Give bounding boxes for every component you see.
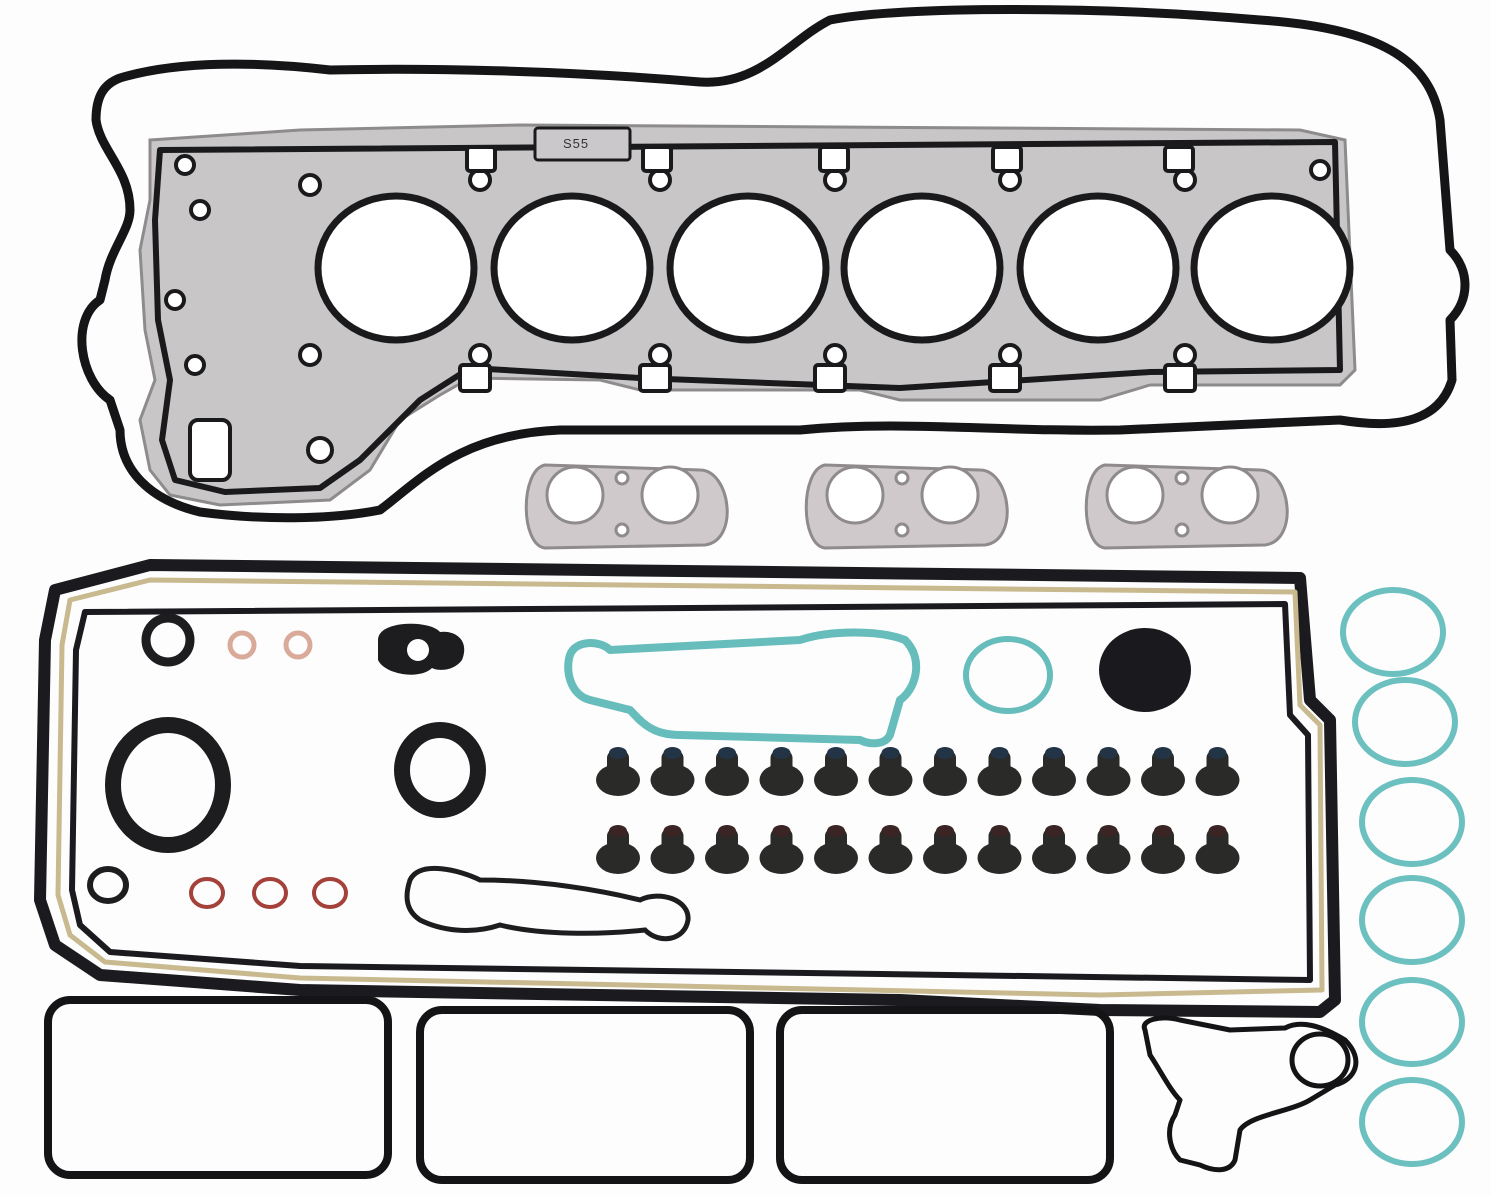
oil-pan-gasket-carrier [55, 577, 1325, 998]
stamp-text: S55 [563, 136, 589, 151]
valve-stem-seal [814, 825, 858, 874]
intake-gaskets [524, 463, 1289, 550]
intake-gasket-2 [804, 463, 1009, 550]
valve-stem-seal [1086, 747, 1131, 796]
teal-round-seal [963, 636, 1053, 714]
valve-stem-seal [596, 825, 640, 874]
valve-stem-seal [705, 747, 749, 796]
copper-washer-2 [283, 630, 313, 660]
valve-stem-seal [1086, 825, 1131, 874]
valve-stem-seal [923, 825, 967, 874]
head-gasket-bolt-holes [164, 145, 1331, 482]
oil-cooler-gasket [1141, 1015, 1359, 1173]
rectangular-gaskets [44, 996, 1114, 1184]
valve-stem-seal [705, 825, 749, 874]
valve-stem-seal [650, 825, 695, 874]
valve-stem-seal [977, 747, 1022, 796]
cylinder-bores [314, 192, 1354, 344]
valve-stem-seal [1032, 747, 1076, 796]
teal-timing-gasket [564, 628, 921, 748]
small-black-seal [141, 613, 195, 667]
red-oring-3 [312, 877, 348, 909]
valve-stem-seal [1141, 747, 1185, 796]
black-cap-plug [1099, 628, 1191, 712]
valve-stem-seal [1141, 825, 1185, 874]
valve-stem-seal [868, 747, 913, 796]
valve-stem-seal [650, 747, 695, 796]
valve-stem-seals [596, 747, 1240, 874]
rear-main-seal [105, 717, 231, 853]
valve-stem-seal [596, 747, 640, 796]
valve-stem-seal [1032, 825, 1076, 874]
intake-gasket-1 [524, 463, 729, 550]
copper-washer-1 [227, 630, 257, 660]
red-oring-2 [252, 877, 288, 909]
red-oring-1 [189, 877, 225, 909]
teal-orings [1340, 587, 1465, 1167]
flange-seal-hole [407, 639, 429, 661]
oil-pan-gasket-inner [69, 601, 1313, 983]
valve-cover-gasket [77, 5, 1470, 523]
valve-stem-seal [1195, 747, 1240, 796]
front-crank-seal [394, 722, 486, 818]
valve-stem-seal [1195, 825, 1240, 874]
oil-filter-housing-gasket [404, 865, 691, 942]
intake-gasket-3 [1084, 463, 1289, 550]
valve-stem-seal [759, 825, 804, 874]
valve-stem-seal [868, 825, 913, 874]
stamp-plate [533, 126, 632, 162]
valve-stem-seal [759, 747, 804, 796]
oil-cooler-port [1289, 1031, 1351, 1089]
valve-stem-seal [814, 747, 858, 796]
black-oring [87, 866, 129, 904]
valve-stem-seal [977, 825, 1022, 874]
head-gasket-bead [152, 139, 1343, 495]
valve-stem-seal [923, 747, 967, 796]
